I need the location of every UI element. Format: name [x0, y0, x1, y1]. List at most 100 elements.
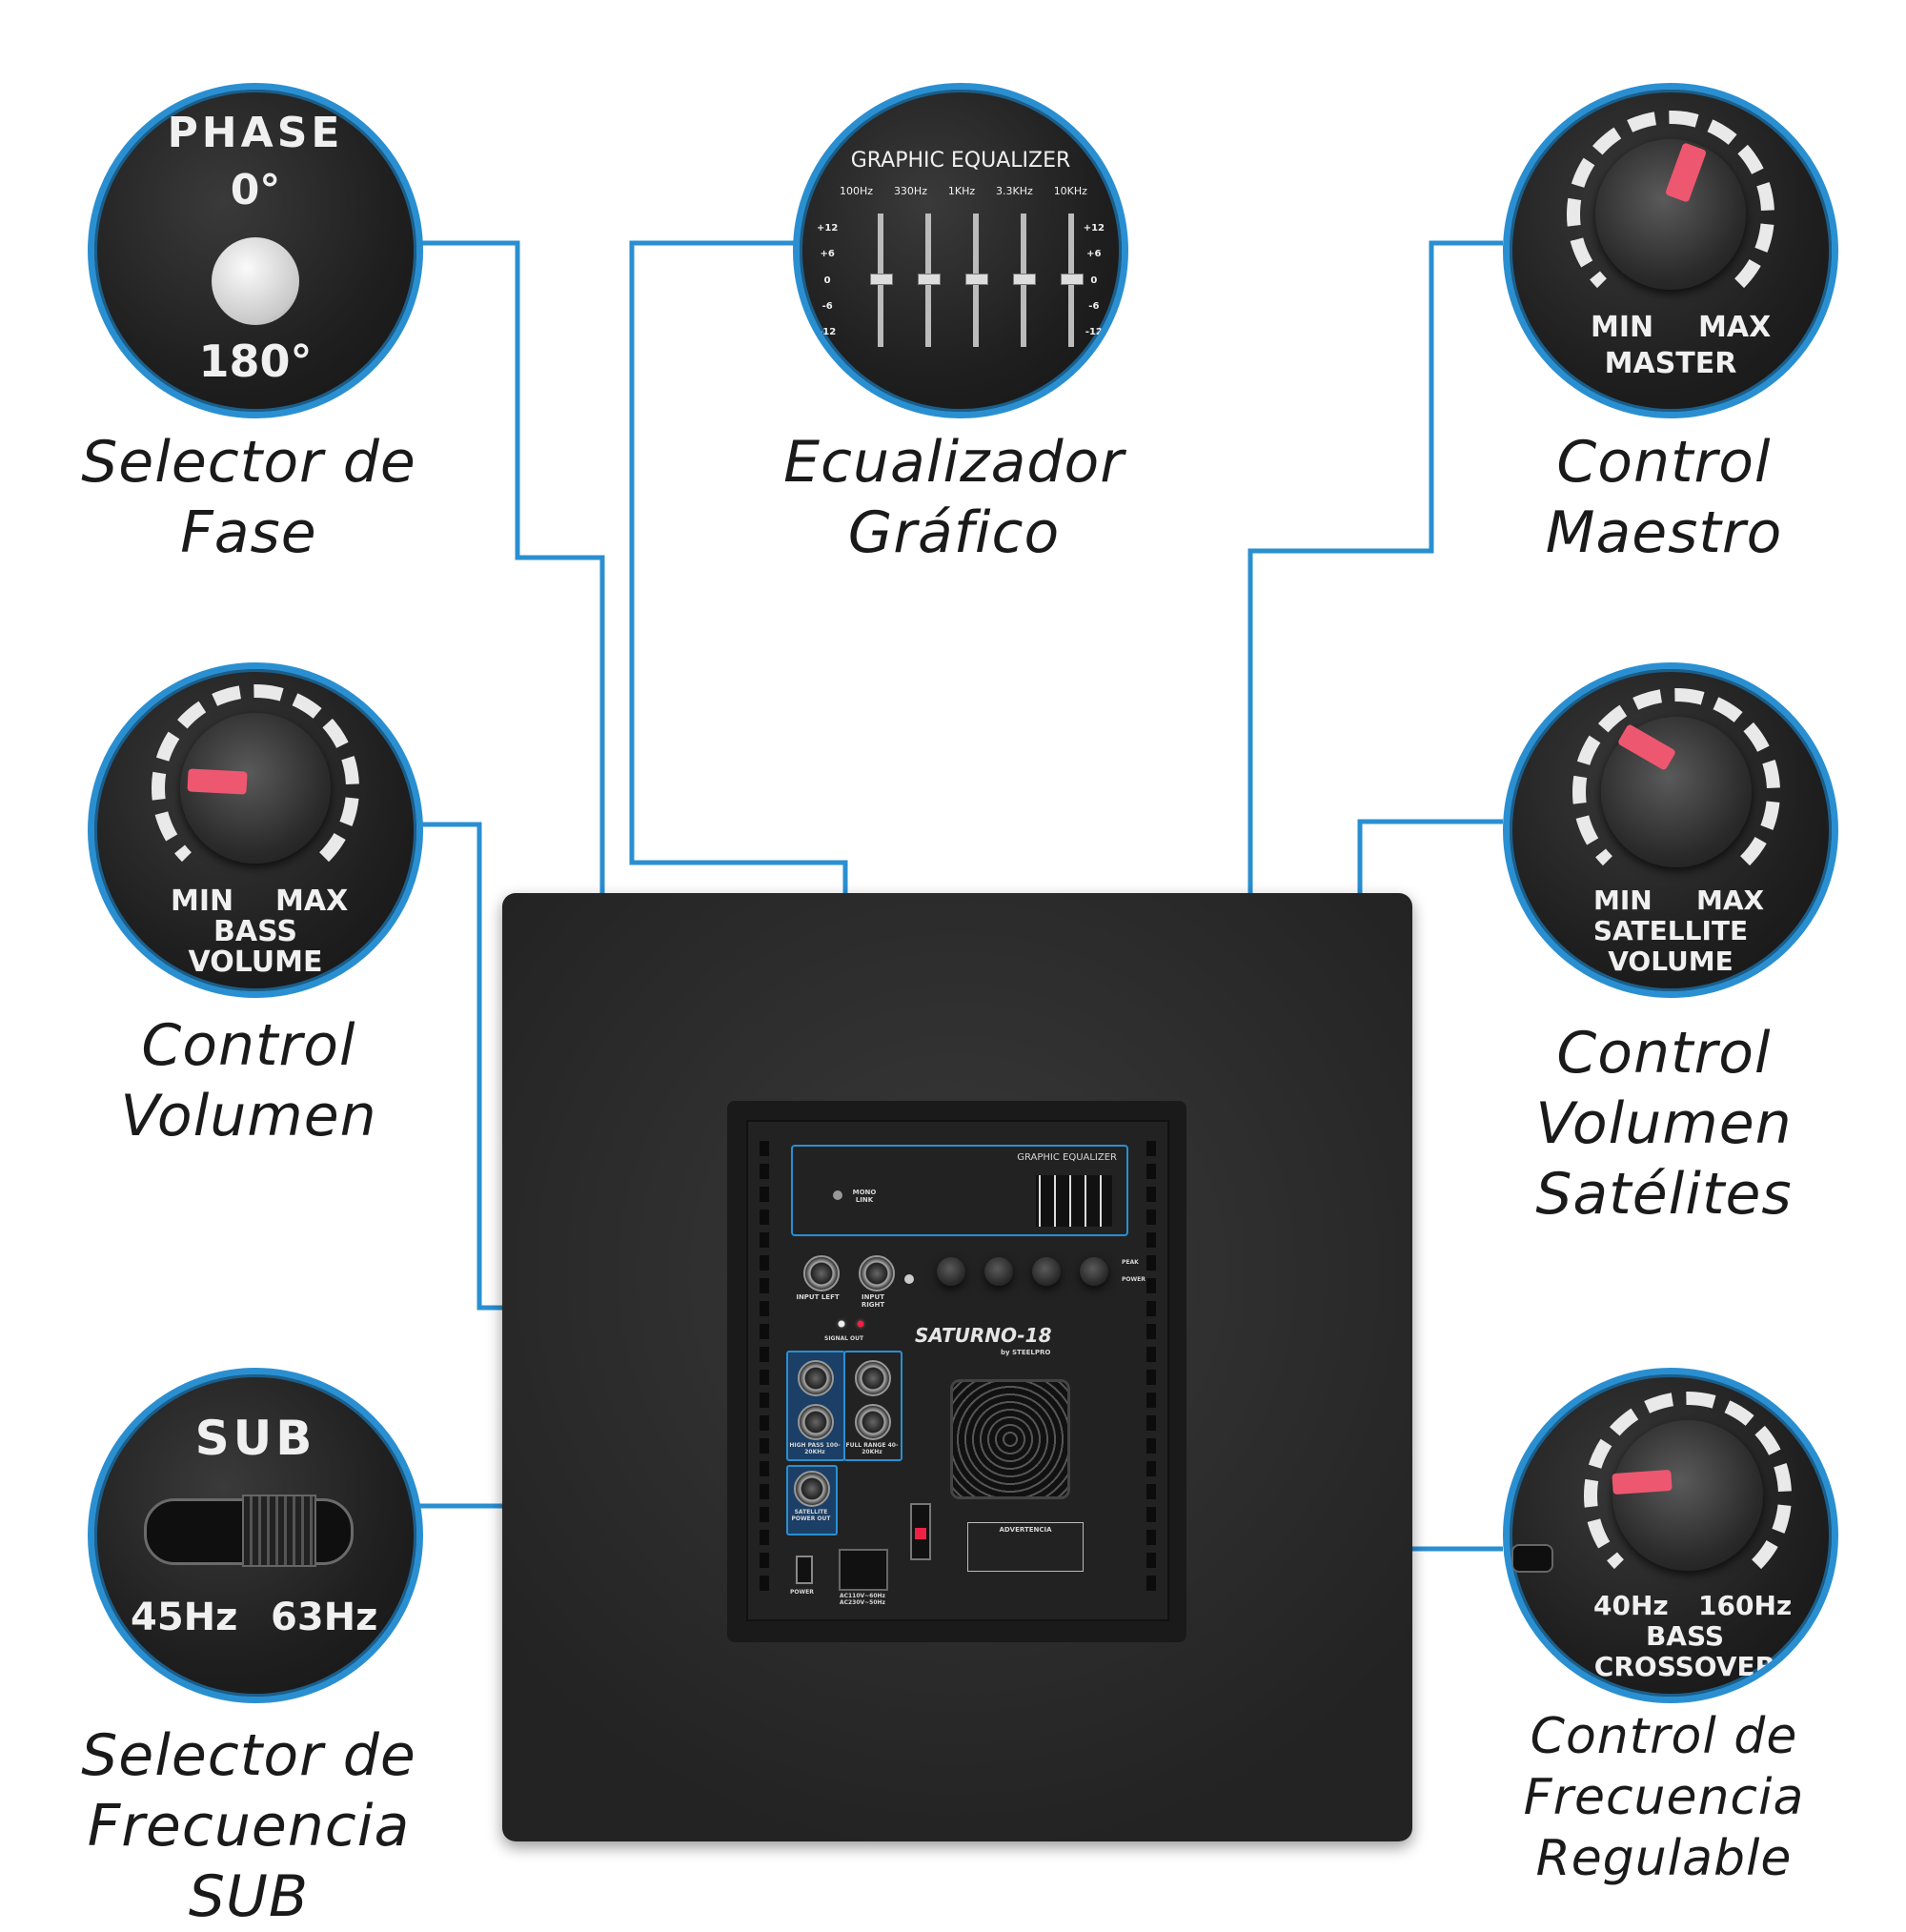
high-pass-label: HIGH PASS 100-20KHz: [789, 1442, 841, 1455]
peak-led-label: PEAK: [1122, 1259, 1139, 1266]
power-switch[interactable]: [796, 1556, 813, 1584]
signal-out-rca[interactable]: [832, 1317, 870, 1331]
caption-line: Frecuencia: [1523, 1769, 1805, 1826]
eq-fader-100hz[interactable]: [870, 274, 893, 285]
band-label: 10KHz: [1053, 185, 1087, 197]
crossover-side-switch[interactable]: [1511, 1544, 1553, 1573]
eq-fader-10khz[interactable]: [1061, 274, 1084, 285]
eq-fader-330hz[interactable]: [918, 274, 941, 285]
crossover-pointer: [1612, 1469, 1673, 1495]
phase-button[interactable]: [212, 237, 299, 325]
scale-label: -12: [1085, 327, 1103, 337]
warning-label: ADVERTENCIA: [999, 1526, 1052, 1534]
crossover-switch[interactable]: [910, 1503, 931, 1560]
band-label: 1KHz: [947, 185, 976, 197]
panel-phase-button[interactable]: [904, 1274, 914, 1284]
warning-label-box: ADVERTENCIA: [967, 1522, 1084, 1572]
crossover-min-label: 40Hz: [1593, 1590, 1669, 1621]
scale-label: +12: [1083, 223, 1105, 234]
scale-label: -6: [1088, 300, 1100, 312]
satellite-name-line1: SATELLITE: [1592, 915, 1749, 946]
input-right-xlr[interactable]: [859, 1255, 895, 1291]
scale-label: +12: [817, 223, 839, 234]
amplifier-panel: GRAPHIC EQUALIZER MONO LINK INPUT LEFT I…: [746, 1120, 1169, 1621]
input-left-xlr[interactable]: [803, 1255, 840, 1291]
crossover-knob[interactable]: [1612, 1420, 1763, 1571]
band-label: 3.3KHz: [996, 185, 1033, 197]
power-label: POWER: [790, 1589, 814, 1596]
master-knob[interactable]: [1595, 139, 1746, 290]
band-label: 330Hz: [893, 185, 927, 197]
ac-inlet[interactable]: [839, 1549, 888, 1591]
crossover-caption: Control de Frecuencia Regulable: [1472, 1706, 1855, 1889]
scale-label: -6: [821, 300, 833, 312]
caption-line: Control de: [1530, 1708, 1798, 1765]
bass-volume-zoom: MIN MAX BASS VOLUME: [88, 662, 423, 998]
left-vents: [760, 1141, 769, 1598]
brand-maker: by STEELPRO: [1001, 1349, 1051, 1356]
input-right-label: INPUT RIGHT: [861, 1293, 885, 1309]
satellite-speakon[interactable]: [794, 1471, 830, 1507]
satellite-power-label: SATELLITE POWER OUT: [791, 1509, 831, 1522]
sub-selector-zoom: SUB 45Hz 63Hz: [88, 1368, 423, 1703]
ac-rating: AC110V~60Hz AC230V~50Hz: [839, 1593, 886, 1606]
full-range-box: [843, 1351, 902, 1461]
caption-line: Control: [141, 1012, 356, 1079]
sub-slide-switch[interactable]: [242, 1495, 316, 1567]
caption-line: Satélites: [1535, 1161, 1793, 1228]
caption-line: Ecualizador: [783, 429, 1125, 496]
bass-volume-name-line2: VOLUME: [188, 946, 323, 979]
satellite-volume-zoom: MIN MAX SATELLITE VOLUME: [1503, 662, 1838, 998]
crossover-max-label: 160Hz: [1698, 1590, 1793, 1621]
master-name-label: MASTER: [1604, 347, 1737, 380]
brand-model: SATURNO-18: [915, 1324, 1052, 1347]
panel-eq-title: GRAPHIC EQUALIZER: [1017, 1152, 1117, 1163]
caption-line: Selector de: [81, 429, 416, 496]
master-min-label: MIN: [1591, 311, 1654, 344]
high-pass-xlr-2[interactable]: [798, 1404, 834, 1440]
phase-top-value: 0°: [230, 166, 281, 214]
satellite-caption: Control Volumen Satélites: [1439, 1018, 1889, 1230]
panel-eq-faders[interactable]: [1036, 1175, 1112, 1227]
panel-master-knob[interactable]: [1080, 1257, 1108, 1286]
full-range-xlr-1[interactable]: [855, 1360, 891, 1396]
band-label: 100Hz: [840, 185, 874, 197]
caption-line: Regulable: [1535, 1830, 1793, 1887]
scale-label: 0: [823, 275, 831, 286]
crossover-name-line1: BASS: [1645, 1620, 1725, 1652]
full-range-xlr-2[interactable]: [855, 1404, 891, 1440]
caption-line: Gráfico: [847, 499, 1061, 566]
crossover-name-line2: CROSSOVER: [1593, 1651, 1776, 1682]
caption-line: Fase: [180, 499, 317, 566]
crossover-zoom: 40Hz 160Hz BASS CROSSOVER: [1503, 1368, 1838, 1703]
master-caption: Control Maestro: [1472, 427, 1855, 568]
phase-bottom-value: 180°: [198, 336, 313, 387]
bass-volume-pointer: [187, 768, 248, 795]
panel-bass-volume-knob[interactable]: [937, 1257, 965, 1286]
cooling-fan: [950, 1379, 1070, 1499]
panel-satellite-knob[interactable]: [1032, 1257, 1061, 1286]
high-pass-xlr-1[interactable]: [798, 1360, 834, 1396]
equalizer-title: GRAPHIC EQUALIZER: [850, 149, 1071, 173]
bass-volume-caption: Control Volumen: [57, 1010, 440, 1151]
satellite-name-line2: VOLUME: [1608, 946, 1734, 977]
caption-line: Control Volumen: [1535, 1020, 1793, 1157]
equalizer-band-row: 100Hz 330Hz 1KHz 3.3KHz 10KHz: [840, 185, 1087, 197]
scale-label: +6: [820, 249, 835, 260]
scale-label: 0: [1090, 275, 1098, 286]
satellite-max-label: MAX: [1696, 885, 1765, 916]
eq-fader-3-3khz[interactable]: [1013, 274, 1036, 285]
phase-zoom: PHASE 0° 180°: [88, 83, 423, 418]
eq-fader-1khz[interactable]: [965, 274, 988, 285]
input-left-label: INPUT LEFT: [796, 1293, 840, 1301]
master-max-label: MAX: [1698, 311, 1772, 344]
equalizer-caption: Ecualizador Gráfico: [753, 427, 1155, 568]
satellite-min-label: MIN: [1593, 885, 1653, 916]
phase-title: PHASE: [167, 109, 344, 157]
caption-line: Selector de: [81, 1722, 416, 1789]
panel-mono-link-button[interactable]: [833, 1190, 842, 1200]
sub-caption: Selector de Frecuencia SUB: [29, 1720, 469, 1932]
full-range-label: FULL RANGE 40-20KHz: [845, 1442, 899, 1455]
panel-crossover-knob[interactable]: [984, 1257, 1013, 1286]
